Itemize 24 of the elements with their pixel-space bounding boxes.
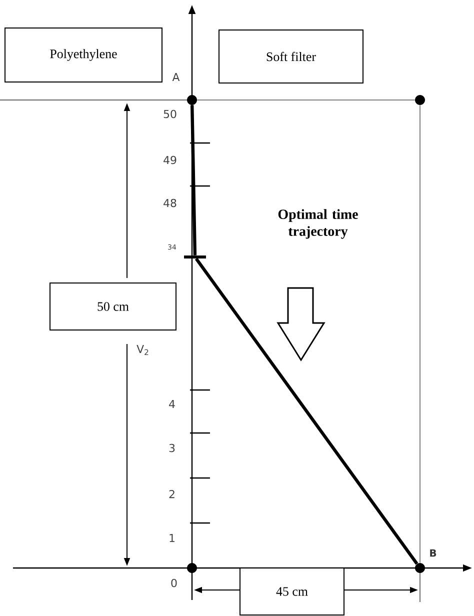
node-label: 45 cm bbox=[276, 587, 308, 596]
tick-label: 2 bbox=[169, 490, 174, 498]
tick-bar bbox=[184, 256, 206, 258]
line bbox=[194, 258, 418, 565]
tick-label: 1 bbox=[170, 534, 174, 542]
point-dot bbox=[187, 95, 197, 105]
tick-label: 3 bbox=[169, 444, 175, 452]
tick-label: 49 bbox=[164, 156, 176, 164]
tick-label: 48 bbox=[164, 198, 176, 208]
tick-label: 0 bbox=[171, 578, 177, 588]
point-dot bbox=[187, 563, 197, 573]
point-dot bbox=[415, 95, 425, 105]
text-box: Polyethylene bbox=[4, 28, 162, 82]
tick-label: V$_{2}$ bbox=[136, 345, 148, 355]
point-label: B bbox=[430, 549, 436, 557]
tick-label: A bbox=[172, 73, 180, 81]
text-box: 45 cm bbox=[240, 568, 344, 616]
tick-label: 4 bbox=[169, 400, 175, 408]
tick-label: 50 bbox=[164, 110, 176, 118]
point-dot bbox=[415, 563, 425, 573]
text-box: Soft filter bbox=[218, 30, 364, 84]
line bbox=[190, 105, 197, 256]
text-box: 50 cm bbox=[50, 282, 176, 330]
annotation-text: Optimal time trajectory bbox=[278, 209, 358, 239]
